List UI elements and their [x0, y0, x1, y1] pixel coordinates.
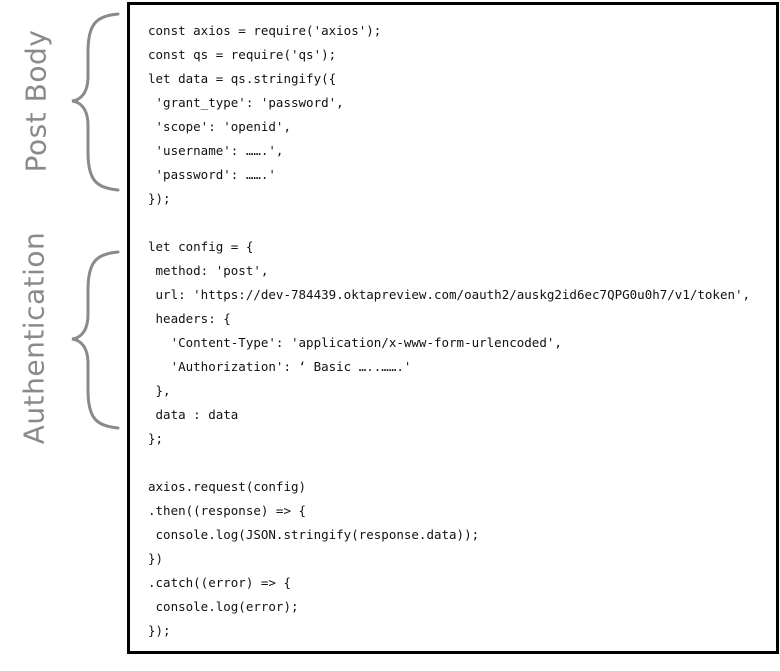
- code-line: url: 'https://dev-784439.oktapreview.com…: [148, 287, 751, 302]
- code-line: data : data: [148, 407, 239, 422]
- code-line: method: 'post',: [148, 263, 269, 278]
- code-line: let data = qs.stringify({: [148, 71, 337, 86]
- code-line: };: [148, 431, 164, 446]
- code-line: headers: {: [148, 311, 231, 326]
- code-line: 'Authorization': ‘ Basic …..…….': [148, 359, 412, 374]
- code-line: console.log(error);: [148, 599, 299, 614]
- code-line: axios.request(config): [148, 479, 307, 494]
- code-line: const axios = require('axios');: [148, 23, 382, 38]
- code-lines: const axios = require('axios'); const qs …: [148, 19, 750, 643]
- code-block: const axios = require('axios'); const qs …: [127, 2, 779, 654]
- code-line: .then((response) => {: [148, 503, 307, 518]
- code-line: },: [148, 383, 171, 398]
- code-line: });: [148, 191, 171, 206]
- code-line: });: [148, 623, 171, 638]
- authentication-brace-icon: [71, 250, 120, 430]
- code-line: 'scope': 'openid',: [148, 119, 291, 134]
- code-line: 'grant_type': 'password',: [148, 95, 344, 110]
- code-line: [148, 211, 750, 235]
- code-line: console.log(JSON.stringify(response.data…: [148, 527, 480, 542]
- code-line: 'Content-Type': 'application/x-www-form-…: [148, 335, 562, 350]
- code-line: .catch((error) => {: [148, 575, 291, 590]
- code-line: [148, 451, 750, 475]
- authentication-label: Authentication: [17, 231, 51, 445]
- code-line: 'password': …….': [148, 167, 276, 182]
- code-line: const qs = require('qs');: [148, 47, 337, 62]
- code-line: 'username': …….',: [148, 143, 284, 158]
- post-body-label: Post Body: [19, 29, 53, 173]
- code-line: }): [148, 551, 164, 566]
- code-line: let config = {: [148, 239, 254, 254]
- post-body-brace-icon: [71, 12, 120, 192]
